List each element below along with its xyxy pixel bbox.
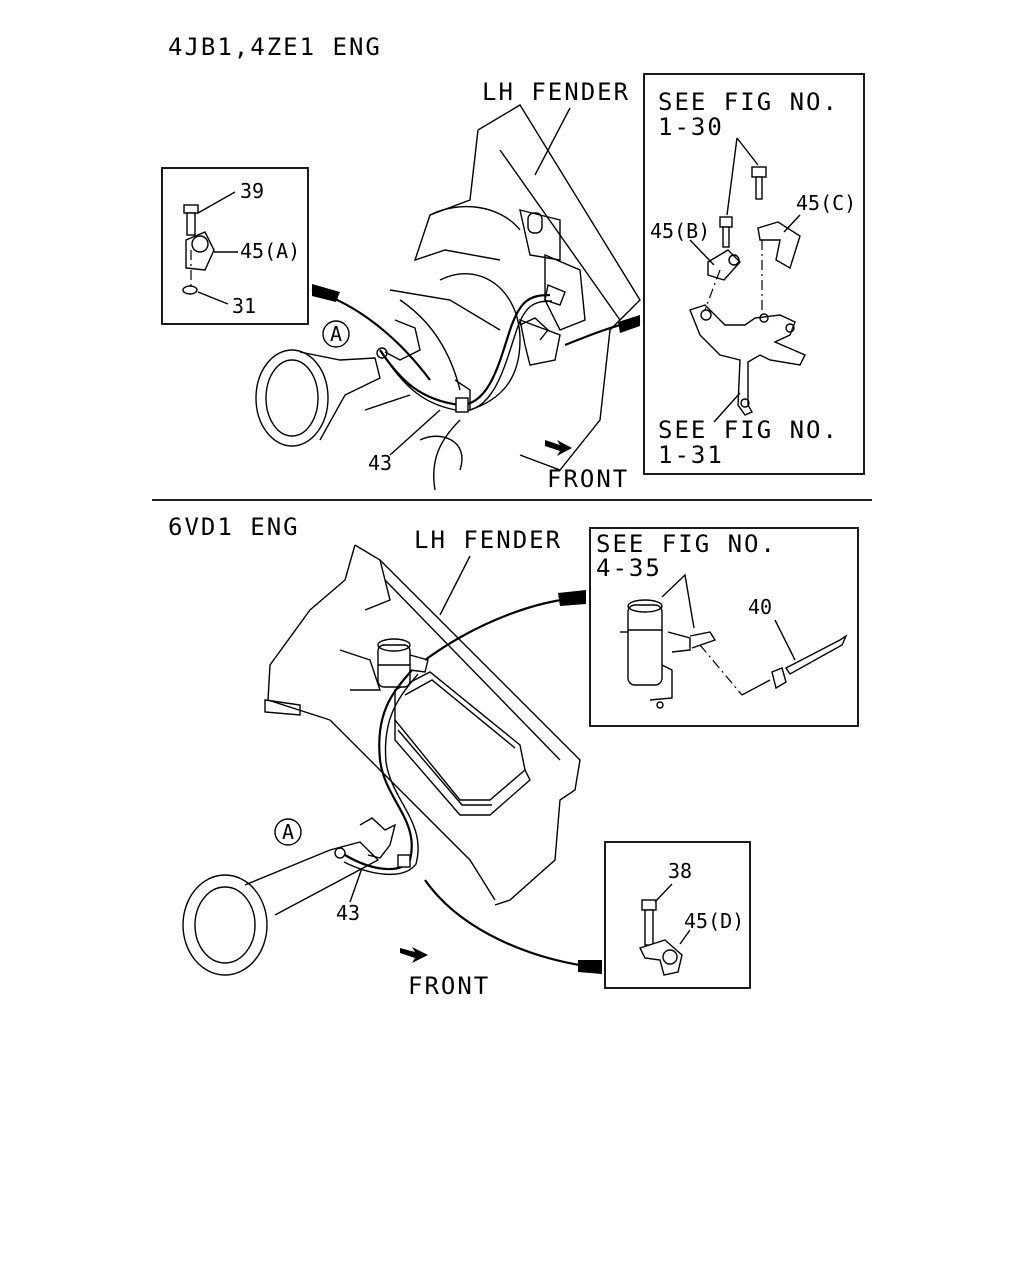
top-label-31: 31 bbox=[232, 294, 256, 318]
bottom-detail-box-top bbox=[424, 527, 859, 727]
bottom-detail-box-bottom bbox=[424, 841, 751, 989]
top-label-45a: 45(A) bbox=[240, 239, 300, 263]
bottom-title: 6VD1 ENG bbox=[168, 513, 300, 541]
top-fender-label: LH FENDER bbox=[482, 78, 630, 106]
top-label-39: 39 bbox=[240, 179, 264, 203]
bottom-label-43: 43 bbox=[336, 901, 360, 925]
bottom-front-arrow bbox=[400, 947, 428, 963]
top-ref2-line1: SEE FIG NO. bbox=[658, 416, 839, 444]
bottom-fender-leader bbox=[439, 555, 471, 616]
bottom-section: 6VD1 ENG bbox=[168, 513, 859, 1000]
top-front-arrow bbox=[545, 440, 572, 456]
bottom-fender-drawing bbox=[264, 544, 581, 906]
bottom-callout-a: A bbox=[282, 820, 294, 844]
bottom-ref-line2: 4-35 bbox=[596, 554, 662, 582]
top-section: 4JB1,4ZE1 ENG bbox=[161, 33, 865, 493]
top-callout-a-circle bbox=[322, 320, 350, 348]
bottom-label-45d: 45(D) bbox=[684, 909, 744, 933]
top-ref1-line2: 1-30 bbox=[658, 113, 724, 141]
top-label-45b: 45(B) bbox=[650, 219, 710, 243]
bottom-lamp bbox=[182, 817, 397, 976]
bottom-fender-label: LH FENDER bbox=[414, 526, 562, 554]
top-detail-box-right bbox=[564, 73, 865, 475]
top-title: 4JB1,4ZE1 ENG bbox=[168, 33, 382, 61]
top-detail-box-left bbox=[161, 167, 431, 381]
top-ref2-line2: 1-31 bbox=[658, 441, 724, 469]
top-label-45c: 45(C) bbox=[796, 191, 856, 215]
top-label-43: 43 bbox=[368, 451, 392, 475]
top-fender-drawing bbox=[364, 104, 641, 491]
top-front-label: FRONT bbox=[547, 465, 629, 493]
top-callout-a: A bbox=[330, 322, 342, 346]
bottom-label-38: 38 bbox=[668, 859, 692, 883]
bottom-front-label: FRONT bbox=[408, 972, 490, 1000]
top-fender-leader bbox=[534, 107, 571, 176]
bottom-label-40: 40 bbox=[748, 595, 772, 619]
bottom-callout-a-circle bbox=[274, 818, 302, 846]
top-leader-43 bbox=[389, 409, 441, 456]
top-ref1-line1: SEE FIG NO. bbox=[658, 88, 839, 116]
bottom-ref-line1: SEE FIG NO. bbox=[596, 530, 777, 558]
bottom-harness-43 bbox=[343, 669, 419, 875]
top-harness-43 bbox=[379, 284, 566, 413]
top-lamp bbox=[255, 319, 421, 447]
bottom-leader-43 bbox=[349, 867, 363, 903]
